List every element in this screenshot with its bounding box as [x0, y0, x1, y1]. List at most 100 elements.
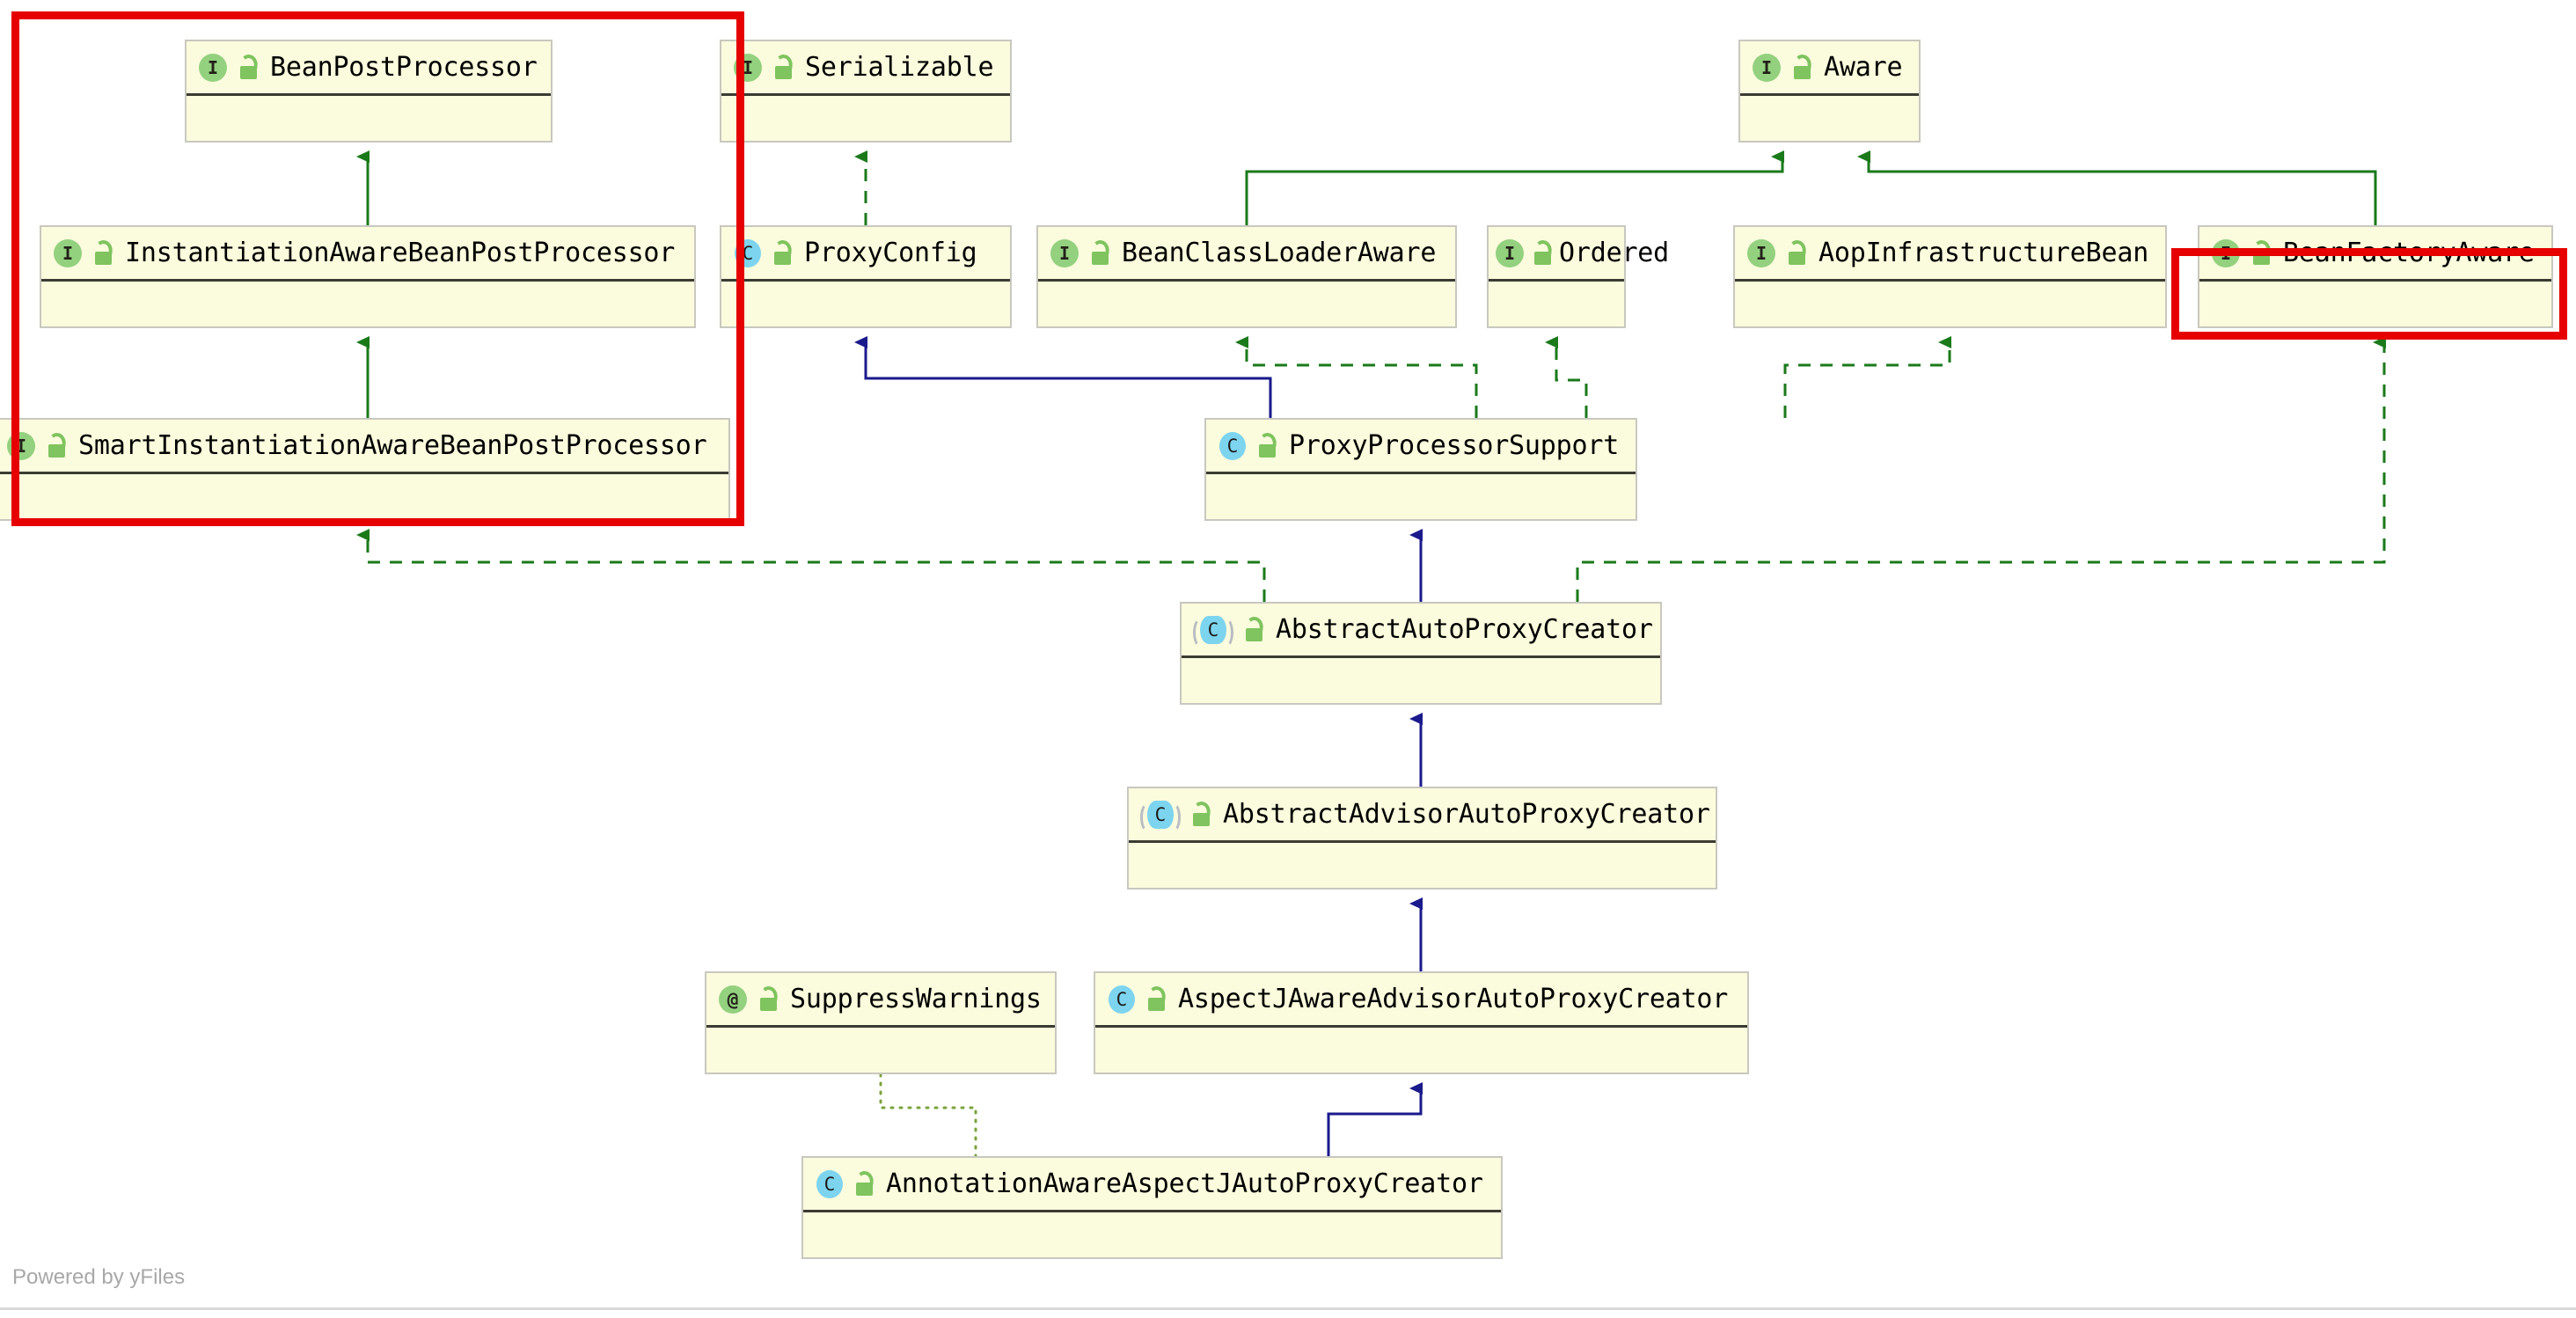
uml-node-aopinfrastructurebean[interactable]: I AopInfrastructureBean	[1733, 225, 2167, 328]
uml-node-header: I Serializable	[721, 41, 1010, 96]
unlocked-padlock-icon	[1243, 615, 1265, 643]
highlight-rectangle-left[interactable]	[11, 11, 744, 526]
uml-node-title: AbstractAdvisorAutoProxyCreator	[1223, 799, 1710, 830]
yfiles-watermark: Powered by yFiles	[12, 1265, 186, 1289]
uml-node-smartinstantiationawarebeanpostprocessor[interactable]: I SmartInstantiationAwareBeanPostProcess…	[0, 418, 730, 521]
unlocked-padlock-icon	[1256, 431, 1278, 459]
uml-node-header: I AopInfrastructureBean	[1735, 227, 2165, 282]
unlocked-padlock-icon	[1532, 238, 1554, 267]
uml-node-beanclassloaderaware[interactable]: I BeanClassLoaderAware	[1036, 225, 1457, 328]
interface-icon: I	[1747, 238, 1775, 267]
abstract-class-icon: C	[1140, 800, 1181, 832]
uml-node-members	[0, 474, 728, 519]
uml-node-title: Serializable	[805, 52, 994, 83]
class-icon: C	[1219, 431, 1246, 460]
bottom-divider	[0, 1307, 2576, 1310]
uml-node-title: ProxyConfig	[804, 238, 977, 268]
interface-icon: I	[54, 238, 82, 267]
uml-node-members	[1489, 282, 1624, 326]
unlocked-padlock-icon	[1089, 238, 1111, 267]
uml-node-proxyprocessorsupport[interactable]: C ProxyProcessorSupport	[1204, 418, 1637, 521]
uml-node-members	[803, 1212, 1501, 1257]
unlocked-padlock-icon	[1786, 238, 1808, 267]
uml-node-members	[1095, 1028, 1747, 1073]
uml-node-members	[721, 96, 1010, 141]
abstract-class-icon: C	[1193, 615, 1233, 648]
uml-node-header: C AnnotationAwareAspectJAutoProxyCreator	[803, 1158, 1501, 1212]
highlight-rectangle-right[interactable]	[2171, 248, 2567, 340]
uml-node-title: AbstractAutoProxyCreator	[1276, 614, 1653, 645]
uml-node-members	[41, 282, 694, 326]
unlocked-padlock-icon	[757, 985, 779, 1013]
uml-node-aspectjawareadvisorautoproxycreator[interactable]: C AspectJAwareAdvisorAutoProxyCreator	[1094, 971, 1749, 1074]
interface-icon: I	[1496, 238, 1524, 267]
edge-beanclassloaderaware-to-aware	[1245, 150, 1784, 225]
uml-node-members	[2199, 282, 2551, 326]
class-icon: C	[1109, 985, 1135, 1014]
unlocked-padlock-icon	[1190, 800, 1212, 828]
uml-node-aware[interactable]: I Aware	[1738, 40, 1921, 143]
uml-node-header: C AspectJAwareAdvisorAutoProxyCreator	[1095, 973, 1747, 1028]
uml-node-members	[1038, 282, 1455, 326]
unlocked-padlock-icon	[46, 431, 68, 459]
unlocked-padlock-icon	[92, 238, 114, 267]
uml-node-abstractadvisorautoproxycreator[interactable]: C AbstractAdvisorAutoProxyCreator	[1127, 787, 1717, 890]
uml-node-members	[1735, 282, 2165, 326]
edge-proxyprocessorsupport-to-beanclassloaderaware	[1235, 336, 1478, 418]
uml-node-title: AopInfrastructureBean	[1819, 238, 2149, 268]
uml-node-title: SuppressWarnings	[790, 984, 1042, 1014]
edge-abstractautoproxycreator-to-beanfactoryaware	[1576, 336, 2386, 602]
uml-node-header: I BeanPostProcessor	[187, 41, 551, 96]
unlocked-padlock-icon	[1145, 985, 1167, 1013]
uml-node-title: BeanClassLoaderAware	[1122, 238, 1437, 268]
uml-node-header: C AbstractAdvisorAutoProxyCreator	[1129, 788, 1716, 843]
interface-icon: I	[1050, 238, 1079, 267]
edge-beanfactoryaware-to-aware	[1857, 150, 2377, 225]
interface-icon: I	[1753, 53, 1781, 82]
uml-node-header: @ SuppressWarnings	[706, 973, 1055, 1028]
unlocked-padlock-icon	[1791, 53, 1813, 81]
uml-node-header: I BeanClassLoaderAware	[1038, 227, 1455, 282]
edge-proxyprocessorsupport-to-aopinfrastructurebean	[1783, 336, 1951, 418]
unlocked-padlock-icon	[238, 53, 260, 81]
uml-node-proxyconfig[interactable]: C ProxyConfig	[720, 225, 1012, 328]
edge-proxyprocessorsupport-to-proxyconfig	[854, 336, 1272, 418]
uml-node-abstractautoproxycreator[interactable]: C AbstractAutoProxyCreator	[1180, 602, 1662, 705]
uml-node-title: BeanPostProcessor	[270, 52, 538, 83]
uml-node-header: C AbstractAutoProxyCreator	[1182, 604, 1660, 658]
uml-node-title: AnnotationAwareAspectJAutoProxyCreator	[886, 1168, 1483, 1199]
unlocked-padlock-icon	[772, 53, 794, 81]
uml-node-instantiationawarebeanpostprocessor[interactable]: I InstantiationAwareBeanPostProcessor	[40, 225, 696, 328]
uml-node-header: I InstantiationAwareBeanPostProcessor	[41, 227, 694, 282]
uml-node-header: I SmartInstantiationAwareBeanPostProcess…	[0, 420, 728, 474]
uml-node-beanpostprocessor[interactable]: I BeanPostProcessor	[185, 40, 553, 143]
uml-node-members	[1740, 96, 1919, 141]
uml-node-members	[187, 96, 551, 141]
edge-abstractautoproxycreator-to-smartinstantiationaware	[356, 529, 1266, 602]
uml-node-title: SmartInstantiationAwareBeanPostProcessor	[78, 430, 707, 461]
uml-node-title: AspectJAwareAdvisorAutoProxyCreator	[1178, 984, 1729, 1014]
uml-node-header: C ProxyProcessorSupport	[1206, 420, 1636, 474]
unlocked-padlock-icon	[853, 1169, 875, 1197]
uml-node-header: C ProxyConfig	[721, 227, 1010, 282]
uml-node-title: Aware	[1824, 52, 1903, 83]
uml-node-title: ProxyProcessorSupport	[1289, 430, 1620, 461]
uml-node-title: Ordered	[1559, 238, 1670, 268]
class-icon: C	[816, 1169, 843, 1198]
uml-node-header: I Aware	[1740, 41, 1919, 96]
uml-node-members	[706, 1028, 1055, 1073]
edge-annotationaware-to-aspectjaware	[1327, 1082, 1423, 1156]
uml-node-annotationawareaspectjautoproxycreator[interactable]: C AnnotationAwareAspectJAutoProxyCreator	[801, 1156, 1503, 1259]
annotation-icon: @	[719, 985, 747, 1014]
uml-node-header: I Ordered	[1489, 227, 1669, 282]
interface-icon: I	[199, 53, 227, 82]
uml-node-ordered[interactable]: I Ordered	[1487, 225, 1669, 328]
uml-node-serializable[interactable]: I Serializable	[720, 40, 1012, 143]
uml-node-members	[1182, 658, 1660, 703]
uml-node-suppresswarnings[interactable]: @ SuppressWarnings	[705, 971, 1057, 1074]
uml-node-members	[721, 282, 1010, 326]
uml-node-members	[1129, 843, 1716, 888]
unlocked-padlock-icon	[772, 238, 794, 267]
edge-annotationaware-to-suppresswarnings	[879, 1073, 977, 1158]
